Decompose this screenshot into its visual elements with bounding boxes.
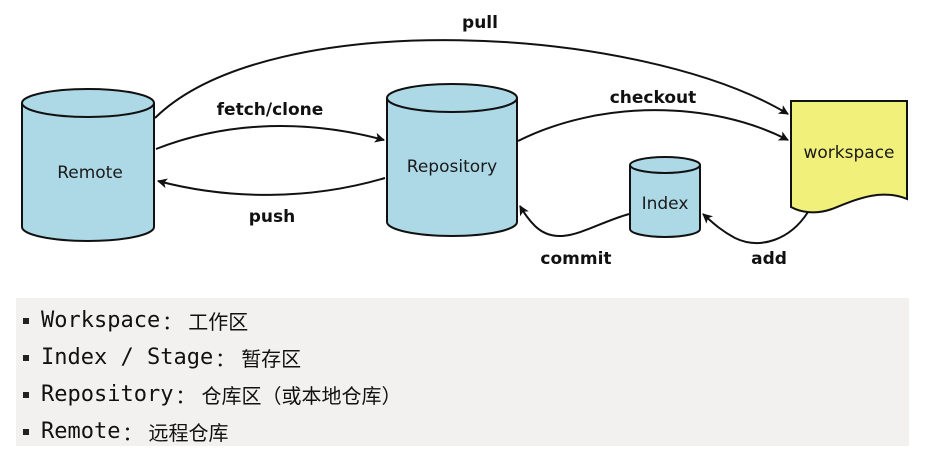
- bullet-icon: [23, 391, 29, 398]
- repository-node: Repository: [386, 83, 518, 237]
- legend-item-workspace: Workspace ： 工作区: [16, 302, 909, 339]
- remote-node: Remote: [21, 88, 155, 242]
- legend-description: 仓库区（或本地仓库）: [201, 384, 402, 408]
- bullet-icon: [23, 428, 29, 435]
- legend-term: Remote: [41, 419, 121, 444]
- bullet-icon: [23, 354, 29, 361]
- fetch-clone-edge: fetch/clone: [155, 100, 385, 150]
- legend-item-repository: Repository ： 仓库区（或本地仓库）: [16, 376, 909, 413]
- workspace-label: workspace: [803, 143, 894, 163]
- commit-label: commit: [540, 249, 611, 269]
- legend-description: 暂存区: [241, 347, 302, 371]
- legend-term: Workspace: [41, 308, 161, 333]
- legend-term: Index / Stage: [41, 345, 214, 370]
- legend-term: Repository: [41, 382, 174, 407]
- checkout-label: checkout: [610, 88, 697, 108]
- legend-separator: ：: [162, 310, 183, 334]
- legend-item-remote: Remote ： 远程仓库: [16, 413, 909, 450]
- index-label: Index: [642, 194, 689, 214]
- add-label: add: [751, 249, 787, 269]
- legend-separator: ：: [175, 384, 196, 408]
- checkout-edge: checkout: [517, 88, 789, 142]
- legend-separator: ：: [122, 421, 143, 445]
- push-label: push: [249, 207, 296, 227]
- legend-list: Workspace ： 工作区 Index / Stage ： 暂存区 Repo…: [16, 298, 909, 450]
- repository-label: Repository: [407, 157, 497, 177]
- commit-edge: commit: [519, 205, 630, 269]
- bullet-icon: [23, 317, 29, 324]
- legend-description: 远程仓库: [148, 421, 229, 445]
- legend-item-index: Index / Stage ： 暂存区: [16, 339, 909, 376]
- workspace-node: workspace: [790, 100, 908, 214]
- git-workflow-diagram: Remote Repository Index workspace pull f…: [21, 13, 908, 269]
- legend-box: Workspace ： 工作区 Index / Stage ： 暂存区 Repo…: [16, 298, 909, 446]
- remote-label: Remote: [57, 163, 123, 183]
- push-edge: push: [157, 177, 386, 227]
- pull-label: pull: [462, 13, 498, 33]
- fetch-clone-label: fetch/clone: [217, 100, 324, 120]
- legend-description: 工作区: [188, 310, 249, 334]
- legend-separator: ：: [215, 347, 236, 371]
- add-edge: add: [702, 211, 809, 269]
- pull-edge: pull: [154, 13, 789, 119]
- index-node: Index: [629, 156, 701, 238]
